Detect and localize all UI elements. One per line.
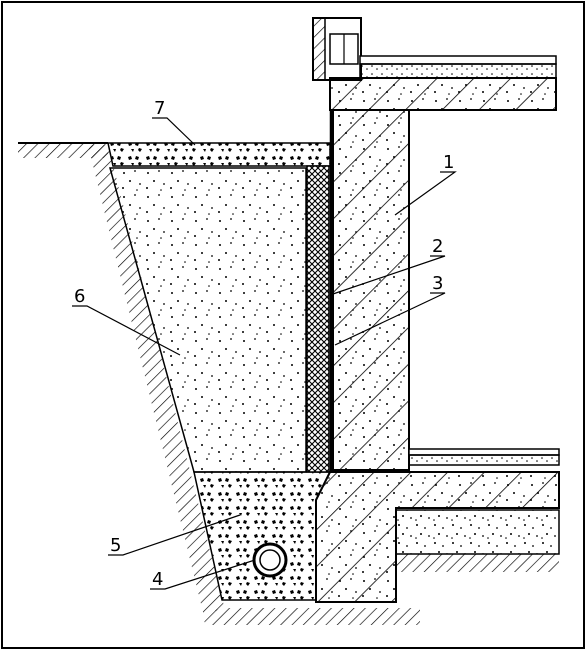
ground-floor-slab: [329, 55, 557, 111]
leader-lines: [72, 117, 457, 590]
callout-4: 4: [152, 569, 163, 590]
excavation-slope-soil: [88, 145, 225, 612]
ground-surface-left: [18, 142, 108, 158]
callout-7: 7: [154, 98, 165, 119]
plinth-block: [312, 17, 362, 81]
callout-3: 3: [432, 273, 443, 294]
callout-6: 6: [74, 286, 85, 307]
callout-5: 5: [110, 535, 121, 556]
drainage-pipe: [252, 542, 288, 578]
basement-wall: [332, 109, 410, 471]
callout-2: 2: [432, 236, 443, 257]
drainage-membrane: [306, 165, 330, 473]
pit-bottom-soil: [203, 608, 420, 625]
basement-floor: [395, 448, 560, 572]
strip-footing: [315, 471, 560, 603]
callout-1: 1: [443, 152, 454, 173]
clay-lock-layer: [107, 142, 331, 167]
